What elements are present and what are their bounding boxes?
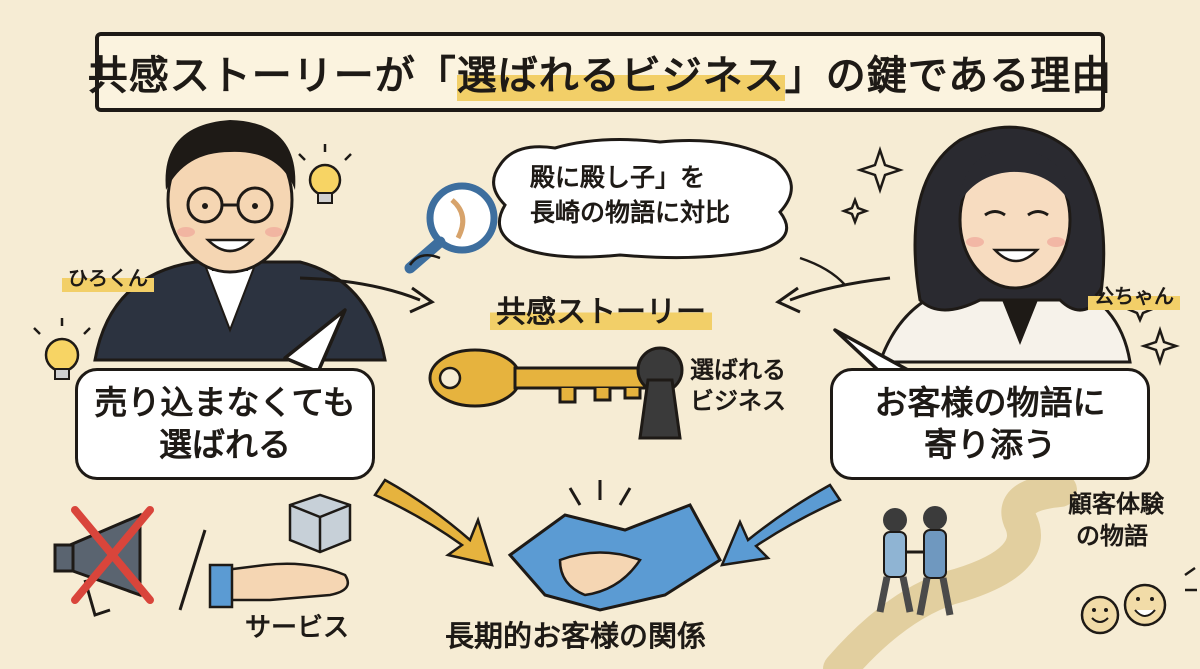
key-icon: [428, 348, 657, 408]
title-text-highlight: 選ばれるビジネス: [456, 43, 785, 101]
arrow-blue-to-handshake: [719, 483, 842, 567]
right-bubble-line-1: お客様の物語に: [874, 382, 1106, 422]
title-text-before: 共感ストーリーが「: [87, 53, 457, 99]
crossed-megaphone-icon: [53, 506, 154, 617]
key-target-line-2: ビジネス: [690, 387, 786, 416]
key-target-line-1: 選ばれる: [690, 356, 786, 384]
left-speech-bubble: 売り込まなくても 選ばれる: [75, 368, 375, 480]
top-bubble-line-2: 長崎の物語に対比: [530, 198, 731, 227]
kou-chan-name-label: 公ちゃん: [1088, 282, 1180, 310]
top-thought-bubble: [492, 138, 793, 260]
kou-chan-name-tag: 公ちゃん: [1088, 280, 1180, 310]
journey-path: [823, 473, 1077, 669]
arrow-right-to-center: [774, 276, 891, 314]
hirokun-name-label: ひろくん: [62, 264, 154, 292]
handshake-icon: [507, 480, 722, 612]
top-bubble-text: 殿に殿し子」を 長崎の物語に対比: [530, 160, 730, 230]
arrow-left-to-center: [299, 276, 436, 314]
service-label: サービス: [245, 613, 350, 643]
keyhole-icon: [636, 346, 684, 440]
hirokun-portrait: [93, 120, 387, 362]
lightbulb-icon-left: [33, 318, 91, 380]
relationship-label: 長期的お客様の関係: [445, 619, 707, 653]
smiley-faces-icon: [1080, 566, 1197, 635]
arrow-yellow-to-handshake: [373, 478, 494, 567]
title-banner: 共感ストーリーが「選ばれるビジネス」の鍵である理由: [88, 32, 1111, 112]
empathy-story-text: 共感ストーリー: [490, 295, 712, 330]
journey-line-1: 顧客体験: [1068, 490, 1164, 518]
walking-couple-icon: [876, 506, 954, 616]
title-text-after: 」の鍵である理由: [784, 53, 1113, 99]
journey-label: 顧客体験 の物語: [1068, 488, 1164, 553]
left-bubble-line-2: 選ばれる: [159, 425, 291, 464]
right-speech-bubble: お客様の物語に 寄り添う: [830, 368, 1150, 480]
divider-slash: [178, 529, 207, 611]
top-bubble-line-1: 殿に殿し子」を: [530, 163, 706, 192]
left-bubble-line-1: 売り込まなくても: [94, 382, 356, 422]
empathy-story-label: 共感ストーリー: [490, 287, 712, 331]
hirokun-name-tag: ひろくん: [62, 262, 154, 292]
key-target-label: 選ばれる ビジネス: [690, 355, 786, 417]
journey-line-2: の物語: [1076, 522, 1148, 551]
lightbulb-icon-top: [298, 144, 352, 204]
hand-with-box-icon: [208, 493, 352, 609]
kou-chan-portrait: [877, 125, 1132, 364]
right-bubble-line-2: 寄り添う: [924, 425, 1056, 464]
